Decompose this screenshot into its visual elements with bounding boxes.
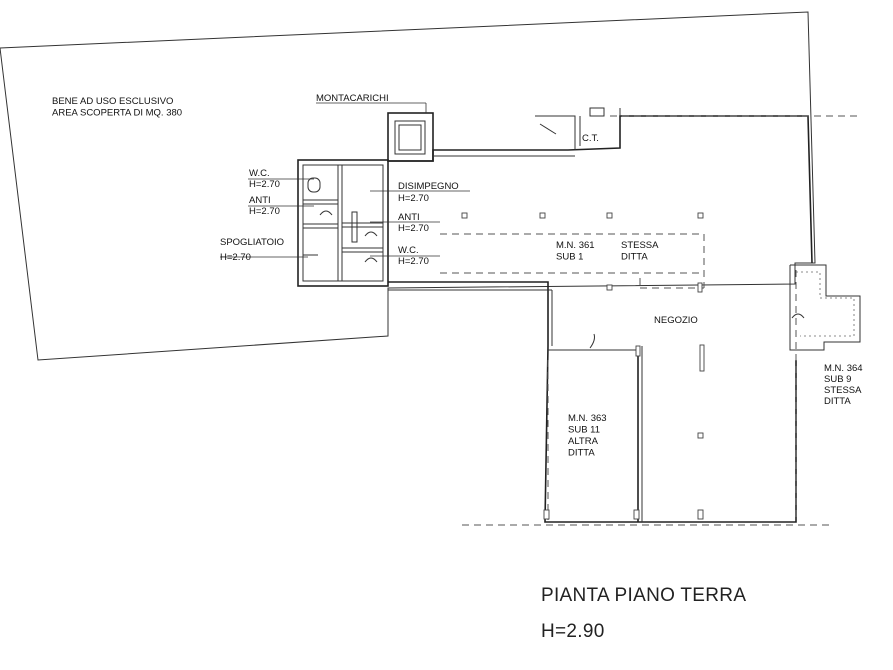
plan-height: H=2.90	[541, 621, 605, 642]
pillars	[461, 212, 705, 520]
leader-lines	[220, 102, 470, 258]
wc1-label: W.C.H=2.70	[249, 168, 280, 190]
dashed-lines	[440, 115, 862, 526]
wc2-label: W.C.H=2.70	[398, 245, 429, 267]
montacarichi-shaft	[387, 112, 434, 162]
service-block-outer-wall	[297, 159, 389, 287]
outdoor-area-boundary	[0, 11, 816, 361]
montacarichi-label: MONTACARICHI	[316, 93, 389, 104]
plan-title: PIANTA PIANO TERRA	[541, 585, 747, 606]
ct-label: C.T.	[582, 133, 599, 144]
negozio-label: NEGOZIO	[654, 315, 698, 326]
annex-mn364	[789, 264, 861, 351]
service-block	[297, 159, 389, 287]
shop-walls	[388, 107, 813, 523]
